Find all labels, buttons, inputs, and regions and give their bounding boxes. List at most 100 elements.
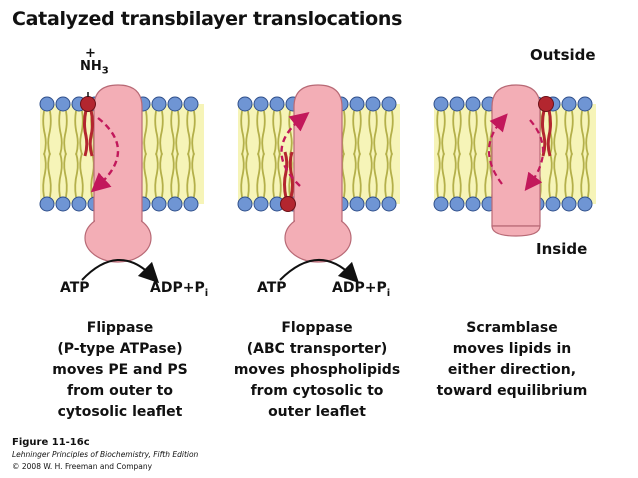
lipid-tail	[170, 152, 175, 198]
lipid-head	[253, 96, 269, 112]
lipid-tail	[452, 152, 457, 198]
lipid-tail	[468, 152, 473, 198]
floppase-lipid-tail	[288, 151, 294, 199]
scramblase-description: Scramblase moves lipids in either direct…	[412, 318, 612, 402]
floppase-line-4: from cytosolic to	[250, 383, 384, 399]
amine-subscript: 3	[101, 65, 109, 77]
lipid-tail	[256, 110, 261, 156]
lipid-tail	[186, 110, 191, 156]
lipid-tail	[79, 110, 84, 156]
lipid-tail	[74, 110, 79, 156]
lipid-tail	[170, 110, 175, 156]
lipid-head	[349, 96, 365, 112]
flippase-arrow	[90, 117, 120, 193]
scramblase-lipid-head	[538, 96, 554, 112]
flippase-atp-arrow	[81, 259, 160, 284]
scramblase-arrow-up	[488, 113, 508, 185]
charge-plus: +	[85, 46, 96, 61]
lipid-tail	[569, 110, 574, 156]
lipid-head	[365, 196, 381, 212]
floppase-description: Floppase (ABC transporter) moves phospho…	[217, 318, 417, 423]
floppase-line-3: moves phospholipids	[233, 362, 401, 378]
floppase-body	[293, 84, 343, 223]
flippase-lipid-head	[80, 96, 96, 112]
floppase-atp-arrow	[279, 259, 360, 284]
lipid-head	[39, 196, 55, 212]
lipid-tail	[457, 110, 462, 156]
figure-number: Figure 11-16c	[12, 437, 90, 448]
lipid-tail	[384, 110, 389, 156]
lipid-tail	[175, 152, 180, 198]
scramblase-line-2: moves lipids in	[452, 341, 572, 357]
lipid-tail	[240, 152, 245, 198]
floppase-arrow	[280, 111, 310, 187]
lipid-tail	[58, 152, 63, 198]
lipid-tail	[484, 110, 489, 156]
lipid-tail	[42, 152, 47, 198]
lipid-tail	[47, 152, 52, 198]
lipid-head	[183, 96, 199, 112]
membrane-diagram	[39, 84, 596, 284]
lipid-head	[167, 196, 183, 212]
lipid-tail	[79, 152, 84, 198]
lipid-tail	[74, 152, 79, 198]
lipid-tail	[245, 152, 250, 198]
lipid-tail	[341, 152, 346, 198]
lipid-tail	[457, 152, 462, 198]
lipid-head	[151, 96, 167, 112]
lipid-tail	[452, 110, 457, 156]
scramblase-line-4: toward equilibrium	[436, 383, 588, 399]
lipid-tail	[436, 152, 441, 198]
lipid-tail	[261, 152, 266, 198]
lipid-tail	[473, 110, 478, 156]
lipid-head	[577, 196, 593, 212]
lipid-tail	[143, 110, 148, 156]
lipid-tail	[548, 152, 553, 198]
lipid-tail	[484, 152, 489, 198]
lipid-tail	[143, 152, 148, 198]
lipid-tail	[63, 152, 68, 198]
lipid-tail	[580, 110, 585, 156]
lipid-tail	[272, 152, 277, 198]
lipid-tail	[468, 110, 473, 156]
lipid-tail	[63, 110, 68, 156]
lipid-tail	[368, 110, 373, 156]
lipid-tail	[569, 152, 574, 198]
lipid-tail	[564, 152, 569, 198]
lipid-tail	[154, 152, 159, 198]
lipid-tail	[186, 152, 191, 198]
lipid-head	[561, 196, 577, 212]
lipid-tail	[368, 152, 373, 198]
lipid-tail	[42, 110, 47, 156]
lipid-tail	[277, 110, 282, 156]
lipid-tail	[159, 110, 164, 156]
lipid-tail	[553, 152, 558, 198]
lipid-tail	[553, 110, 558, 156]
flippase-line-5: cytosolic leaflet	[57, 404, 183, 420]
scramblase-body	[491, 84, 541, 227]
lipid-tail	[240, 110, 245, 156]
outside-label: Outside	[530, 46, 596, 64]
lipid-tail	[341, 110, 346, 156]
flippase-line-1: Flippase	[86, 320, 154, 336]
lipid-head	[545, 196, 561, 212]
floppase-line-5: outer leaflet	[268, 404, 366, 420]
lipid-tail	[175, 110, 180, 156]
scramblase-line-3: either direction,	[447, 362, 577, 378]
lipid-head	[465, 96, 481, 112]
figure-caption: Figure 11-16c Lehninger Principles of Bi…	[12, 437, 198, 473]
lipid-tail	[373, 110, 378, 156]
lipid-head	[151, 196, 167, 212]
lipid-tail	[272, 110, 277, 156]
copyright: © 2008 W. H. Freeman and Company	[12, 462, 153, 471]
lipid-head	[449, 96, 465, 112]
lipid-head	[167, 96, 183, 112]
lipid-head	[449, 196, 465, 212]
lipid-tail	[473, 152, 478, 198]
flippase-description: Flippase (P-type ATPase) moves PE and PS…	[20, 318, 220, 423]
scramblase-arrow-down	[524, 119, 544, 191]
lipid-tail	[256, 152, 261, 198]
floppase-line-1: Floppase	[281, 320, 353, 336]
lipid-tail	[585, 110, 590, 156]
inside-label: Inside	[536, 240, 588, 258]
